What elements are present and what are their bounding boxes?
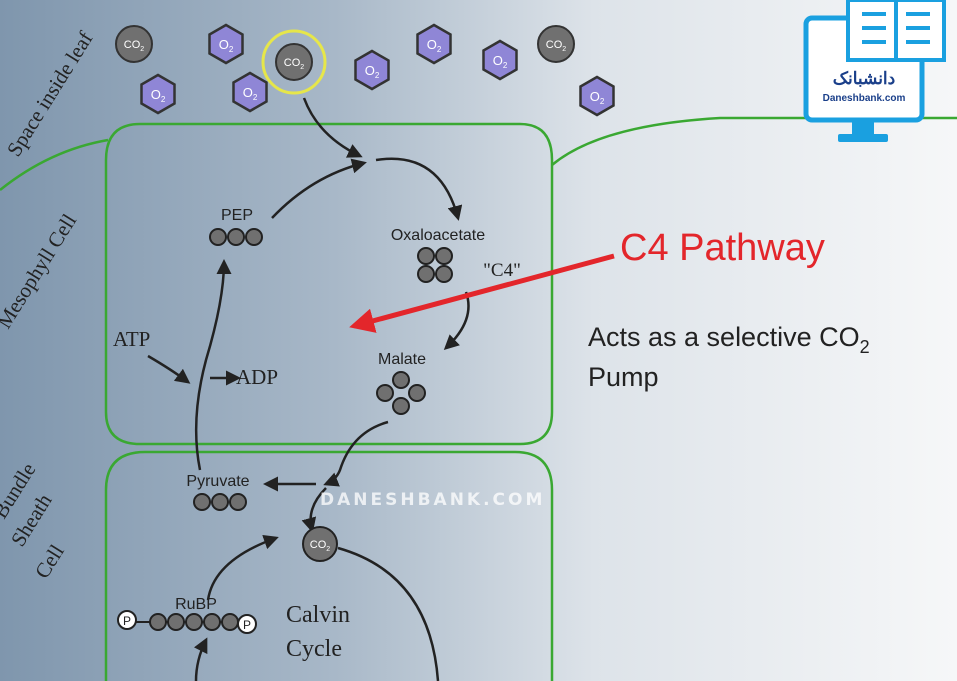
svg-text:O2: O2 (151, 87, 166, 104)
label-c4: "C4" (483, 260, 521, 281)
o2-molecule: O2 (140, 73, 176, 115)
svg-text:O2: O2 (365, 63, 380, 80)
co2-molecule-bundle-sheath: CO2 (302, 526, 338, 562)
svg-text:CO2: CO2 (546, 39, 567, 53)
svg-text:P: P (243, 618, 251, 632)
rubp-molecule: P P (117, 610, 257, 634)
label-cycle: Cycle (286, 636, 342, 662)
svg-text:CO2: CO2 (124, 39, 145, 53)
gas-molecules: CO2 CO2 CO2 O2 O2 O2 O2 O2 (115, 23, 615, 117)
arrow-to-oxaloacetate (375, 157, 463, 221)
svg-text:O2: O2 (590, 89, 605, 106)
co2-molecule: CO2 (537, 25, 575, 63)
pump-description-line2: Pump (588, 362, 659, 392)
c4-pathway-pointer-arrow (349, 253, 615, 333)
svg-text:CO2: CO2 (310, 539, 331, 553)
o2-molecule: O2 (579, 75, 615, 117)
arrow-malate-down (323, 420, 389, 487)
calvin-cycle-arc-top (206, 534, 279, 601)
arrow-pep-to-join (271, 158, 367, 219)
calvin-cycle-arc-right (337, 546, 440, 681)
svg-text:O2: O2 (427, 37, 442, 54)
calvin-cycle-arc-left (193, 637, 208, 681)
daneshbank-logo: دانشبانک Daneshbank.com (803, 0, 946, 142)
o2-molecule: O2 (354, 49, 390, 91)
svg-text:O2: O2 (243, 85, 258, 102)
pump-description-line1: Acts as a selective CO2 (588, 322, 870, 357)
label-calvin: Calvin (286, 602, 350, 628)
cell-walls (0, 116, 957, 681)
o2-molecule: O2 (482, 39, 518, 81)
arrow-pyruvate-to-pep (194, 259, 232, 471)
o2-molecule: O2 (232, 71, 268, 113)
malate-molecule (376, 371, 426, 415)
logo-url-text: Daneshbank.com (823, 93, 906, 104)
arrow-down-to-co2 (301, 487, 327, 533)
watermark-text: DANESHBANK.COM (320, 490, 545, 510)
oxaloacetate-molecule (417, 247, 453, 283)
logo-base (838, 134, 888, 142)
svg-text:O2: O2 (219, 37, 234, 54)
bundle-sheath-cell-wall (104, 450, 554, 681)
svg-text:O2: O2 (493, 53, 508, 70)
label-malate: Malate (378, 351, 426, 368)
o2-molecule: O2 (208, 23, 244, 65)
logo-stand (852, 120, 874, 136)
arrow-co2-in (302, 97, 363, 158)
mesophyll-cell-wall (104, 122, 554, 446)
c4-pathway-title: C4 Pathway (620, 227, 825, 269)
svg-text:P: P (123, 614, 131, 628)
arrow-atp (147, 354, 191, 384)
co2-molecule-highlighted: CO2 (261, 29, 327, 95)
pyruvate-molecule (193, 493, 247, 511)
label-adp: ADP (236, 365, 278, 389)
o2-molecule: O2 (416, 23, 452, 65)
label-pyruvate: Pyruvate (186, 473, 249, 490)
label-atp: ATP (113, 327, 150, 351)
phosphate-left: P (117, 610, 137, 630)
pathway-arrows (147, 97, 470, 681)
co2-molecule: CO2 (115, 25, 153, 63)
phosphate-right: P (237, 614, 257, 634)
logo-persian-text: دانشبانک (833, 69, 895, 88)
pep-molecule (209, 228, 263, 246)
svg-text:CO2: CO2 (284, 57, 305, 71)
label-pep: PEP (221, 207, 253, 224)
leaf-surface-line (0, 138, 109, 191)
neighbor-cell-wall (551, 116, 957, 166)
label-oxaloacetate: Oxaloacetate (391, 227, 485, 244)
label-rubp: RuBP (175, 596, 217, 613)
